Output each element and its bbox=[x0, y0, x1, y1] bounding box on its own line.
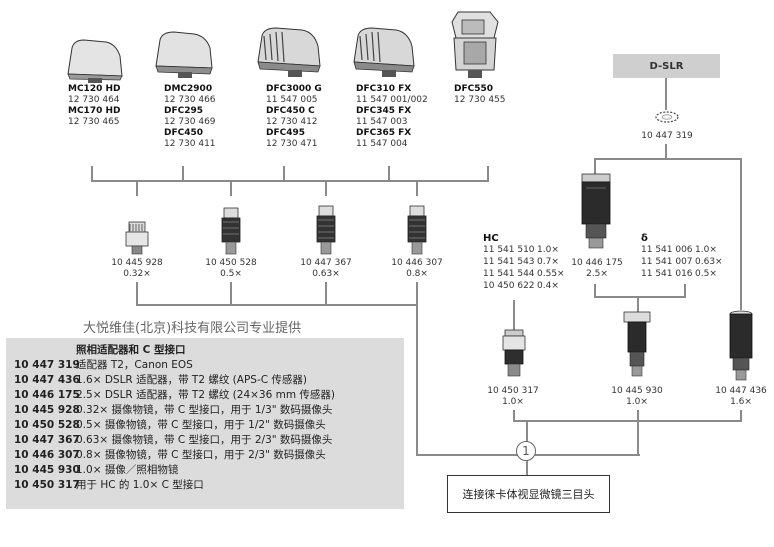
table-row: 10 445 9301.0× 摄像／照相物镜 bbox=[14, 464, 179, 476]
camera-2-code-1: 12 730 412 bbox=[266, 117, 318, 127]
delta-item-0-code: 11 541 006 bbox=[641, 245, 693, 255]
camera-3-code-2: 11 547 004 bbox=[356, 139, 408, 149]
camera-dfc310-illustration bbox=[353, 27, 415, 77]
bottom-part-0-code: 10 450 317 bbox=[487, 386, 539, 396]
delta-item-2-mag: 0.5× bbox=[695, 269, 717, 279]
table-row: 10 446 3070.8× 摄像物镜，带 C 型接口，用于 2/3" 数码摄像… bbox=[14, 449, 326, 461]
camera-0-name-0: MC120 HD bbox=[68, 84, 121, 94]
parts-table: 照相适配器和 C 型接口 10 447 319适配器 T2，Canon EOS … bbox=[6, 338, 404, 509]
table-row: 10 447 4361.6× DSLR 适配器，带 T2 螺纹 (APS-C 传… bbox=[14, 374, 308, 386]
delta-item-1-mag: 0.63× bbox=[695, 257, 723, 267]
camera-3-name-0: DFC310 FX bbox=[356, 84, 412, 94]
c-adapter-2-illustration bbox=[316, 205, 336, 255]
c-adapter-3-mag: 0.8× bbox=[406, 269, 428, 279]
connection-number-badge: 1 bbox=[516, 441, 536, 461]
parts-table-title: 照相适配器和 C 型接口 bbox=[76, 344, 186, 356]
hc-item-0-code: 11 541 510 bbox=[483, 245, 535, 255]
delta-item-2-code: 11 541 016 bbox=[641, 269, 693, 279]
camera-3-code-0: 11 547 001/002 bbox=[356, 95, 428, 105]
table-row: 10 446 1752.5× DSLR 适配器，带 T2 螺纹 (24×36 m… bbox=[14, 389, 336, 401]
dslr-adapter-2-5x-illustration bbox=[581, 173, 611, 249]
c-adapter-1-mag: 0.5× bbox=[220, 269, 242, 279]
table-row: 10 447 319适配器 T2，Canon EOS bbox=[14, 359, 193, 371]
camera-2-code-0: 11 547 005 bbox=[266, 95, 318, 105]
camera-4-name-0: DFC550 bbox=[454, 84, 494, 94]
camera-3-name-1: DFC345 FX bbox=[356, 106, 412, 116]
camera-dfc3000-illustration bbox=[257, 27, 321, 77]
hc-title: HC bbox=[483, 233, 499, 244]
c-adapter-0-illustration bbox=[125, 221, 149, 255]
c-adapter-2-code: 10 447 367 bbox=[300, 258, 352, 268]
c-adapter-1-code: 10 450 528 bbox=[205, 258, 257, 268]
c-adapter-bracket-line bbox=[136, 304, 418, 306]
delta-item-1-code: 11 541 007 bbox=[641, 257, 693, 267]
c-adapter-3-code: 10 446 307 bbox=[391, 258, 443, 268]
hc-c-mount-illustration bbox=[502, 329, 526, 377]
delta-item-0-mag: 1.0× bbox=[695, 245, 717, 255]
hc-item-0-mag: 1.0× bbox=[537, 245, 559, 255]
camera-bracket-line bbox=[91, 180, 489, 182]
table-row: 10 445 9280.32× 摄像物镜，带 C 型接口，用于 1/3" 数码摄… bbox=[14, 404, 333, 416]
table-row: 10 447 3670.63× 摄像物镜，带 C 型接口，用于 2/3" 数码摄… bbox=[14, 434, 333, 446]
camera-2-name-2: DFC495 bbox=[266, 128, 306, 138]
watermark-text: 大悦维佳(北京)科技有限公司专业提供 bbox=[83, 321, 302, 336]
camera-0-code-1: 12 730 465 bbox=[68, 117, 120, 127]
camera-mc-illustration bbox=[67, 39, 123, 83]
camera-1-code-0: 12 730 466 bbox=[164, 95, 216, 105]
c-adapter-0-code: 10 445 928 bbox=[111, 258, 163, 268]
dslr-ring-code: 10 447 319 bbox=[641, 131, 693, 141]
bottom-part-2-code: 10 447 436 bbox=[715, 386, 767, 396]
camera-4-code-0: 12 730 455 bbox=[454, 95, 506, 105]
dslr-adapter-1-6x-illustration bbox=[729, 310, 753, 381]
bottom-part-1-code: 10 445 930 bbox=[611, 386, 663, 396]
camera-3-name-2: DFC365 FX bbox=[356, 128, 412, 138]
camera-2-code-2: 12 730 471 bbox=[266, 139, 318, 149]
bottom-part-2-mag: 1.6× bbox=[730, 397, 752, 407]
connection-target-box: 连接徕卡体视显微镜三目头 bbox=[447, 475, 610, 513]
table-row: 10 450 5280.5× 摄像物镜，带 C 型接口，用于 1/2" 数码摄像… bbox=[14, 419, 326, 431]
delta-title: δ bbox=[641, 233, 648, 244]
dslr-adapter-code: 10 446 175 bbox=[571, 258, 623, 268]
hc-item-3-code: 10 450 622 bbox=[483, 281, 535, 291]
camera-2-name-1: DFC450 C bbox=[266, 106, 315, 116]
photo-objective-illustration bbox=[623, 311, 651, 377]
dslr-adapter-mag: 2.5× bbox=[586, 269, 608, 279]
camera-1-name-0: DMC2900 bbox=[164, 84, 213, 94]
camera-1-name-2: DFC450 bbox=[164, 128, 204, 138]
camera-2-name-0: DFC3000 G bbox=[266, 84, 322, 94]
c-adapter-3-illustration bbox=[407, 205, 427, 255]
camera-dmc-illustration bbox=[155, 31, 213, 78]
c-adapter-2-mag: 0.63× bbox=[312, 269, 340, 279]
camera-dfc550-illustration bbox=[451, 11, 499, 78]
camera-1-code-1: 12 730 469 bbox=[164, 117, 216, 127]
hc-item-1-code: 11 541 543 bbox=[483, 257, 535, 267]
bottom-part-0-mag: 1.0× bbox=[502, 397, 524, 407]
camera-1-code-2: 12 730 411 bbox=[164, 139, 216, 149]
camera-1-name-1: DFC295 bbox=[164, 106, 204, 116]
table-row: 10 450 317用于 HC 的 1.0× C 型接口 bbox=[14, 479, 204, 491]
hc-item-3-mag: 0.4× bbox=[537, 281, 559, 291]
t2-ring-illustration bbox=[655, 111, 679, 123]
camera-3-code-1: 11 547 003 bbox=[356, 117, 408, 127]
bottom-part-1-mag: 1.0× bbox=[626, 397, 648, 407]
camera-0-name-1: MC170 HD bbox=[68, 106, 121, 116]
camera-0-code-0: 12 730 464 bbox=[68, 95, 120, 105]
hc-item-2-mag: 0.55× bbox=[537, 269, 565, 279]
c-adapter-1-illustration bbox=[221, 207, 241, 255]
c-adapter-0-mag: 0.32× bbox=[123, 269, 151, 279]
hc-item-2-code: 11 541 544 bbox=[483, 269, 535, 279]
hc-item-1-mag: 0.7× bbox=[537, 257, 559, 267]
dslr-box: D-SLR bbox=[613, 54, 720, 78]
